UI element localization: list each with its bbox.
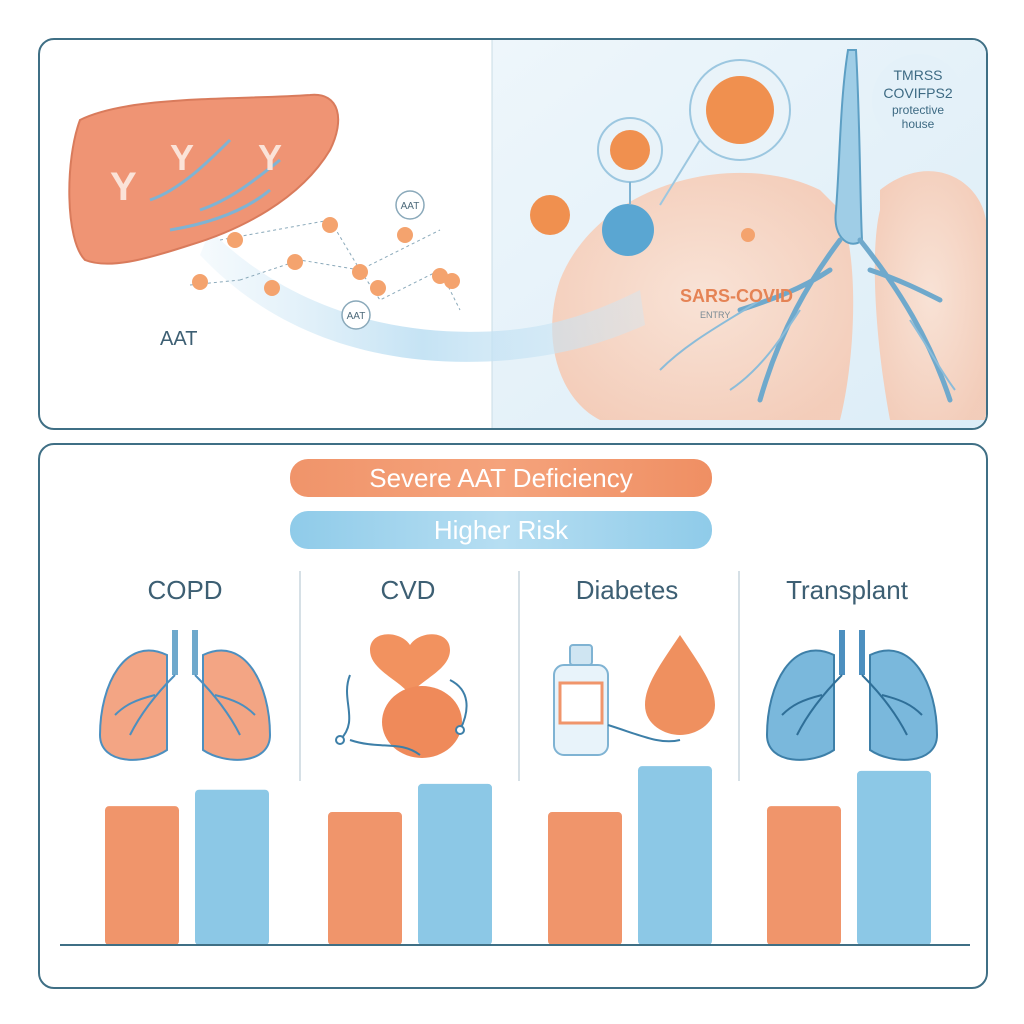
bar-diabetes-risk xyxy=(638,766,712,945)
category-label-transplant: Transplant xyxy=(786,575,908,605)
deficiency-legend-pill: Severe AAT Deficiency xyxy=(290,459,712,497)
bottom-comparison-panel: Severe AAT Deficiency Higher Risk COPD C… xyxy=(38,443,988,989)
category-label-cvd: CVD xyxy=(380,575,436,605)
copd-lungs-icon xyxy=(98,630,272,761)
corner-note-bubble xyxy=(872,54,964,146)
bar-diabetes-deficiency xyxy=(548,812,622,945)
liver-illustration: Y Y Y xyxy=(68,93,340,265)
corner-note-line-4: house xyxy=(902,117,935,131)
liver-aat-label: AAT xyxy=(160,328,197,350)
bar-cvd-deficiency xyxy=(328,812,402,945)
category-label-diabetes: Diabetes xyxy=(575,575,679,605)
top-illustration-panel: Y Y Y AAT AAT AAT SARS-COVID ENT xyxy=(38,38,988,430)
cvd-heart-icon xyxy=(335,634,468,758)
virus-illustrations xyxy=(530,59,791,256)
svg-text:Y: Y xyxy=(258,137,282,178)
column-separators xyxy=(299,571,740,781)
aat-bubble-1-label: AAT xyxy=(401,201,420,212)
aat-molecules xyxy=(189,217,755,311)
virus-sublabel: ENTRY xyxy=(700,310,730,320)
aat-transport-stream xyxy=(200,230,645,362)
transplant-lungs-icon xyxy=(765,630,939,761)
aat-bubble-2-label: AAT xyxy=(347,311,366,322)
corner-note-line-3: protective xyxy=(892,103,944,117)
corner-note-line-2: COVIFPS2 xyxy=(883,85,952,101)
risk-legend-pill: Higher Risk xyxy=(290,511,712,549)
aat-bubble-2 xyxy=(341,300,371,330)
svg-text:Y: Y xyxy=(110,165,137,209)
bars-group xyxy=(105,766,931,945)
bar-transplant-risk xyxy=(857,770,931,945)
bar-copd-risk xyxy=(195,789,269,945)
bar-transplant-deficiency xyxy=(767,806,841,945)
top-illustration: Y Y Y AAT AAT AAT SARS-COVID ENT xyxy=(68,40,986,428)
diabetes-insulin-icon xyxy=(553,635,715,756)
comparison-chart xyxy=(60,571,970,946)
aat-bubble-1 xyxy=(395,190,425,220)
svg-text:Y: Y xyxy=(170,137,194,178)
corner-note-line-1: TMRSS xyxy=(894,67,943,83)
virus-label: SARS-COVID xyxy=(680,286,793,306)
bar-copd-deficiency xyxy=(105,806,179,945)
bar-cvd-risk xyxy=(418,783,492,945)
category-label-copd: COPD xyxy=(147,575,223,605)
